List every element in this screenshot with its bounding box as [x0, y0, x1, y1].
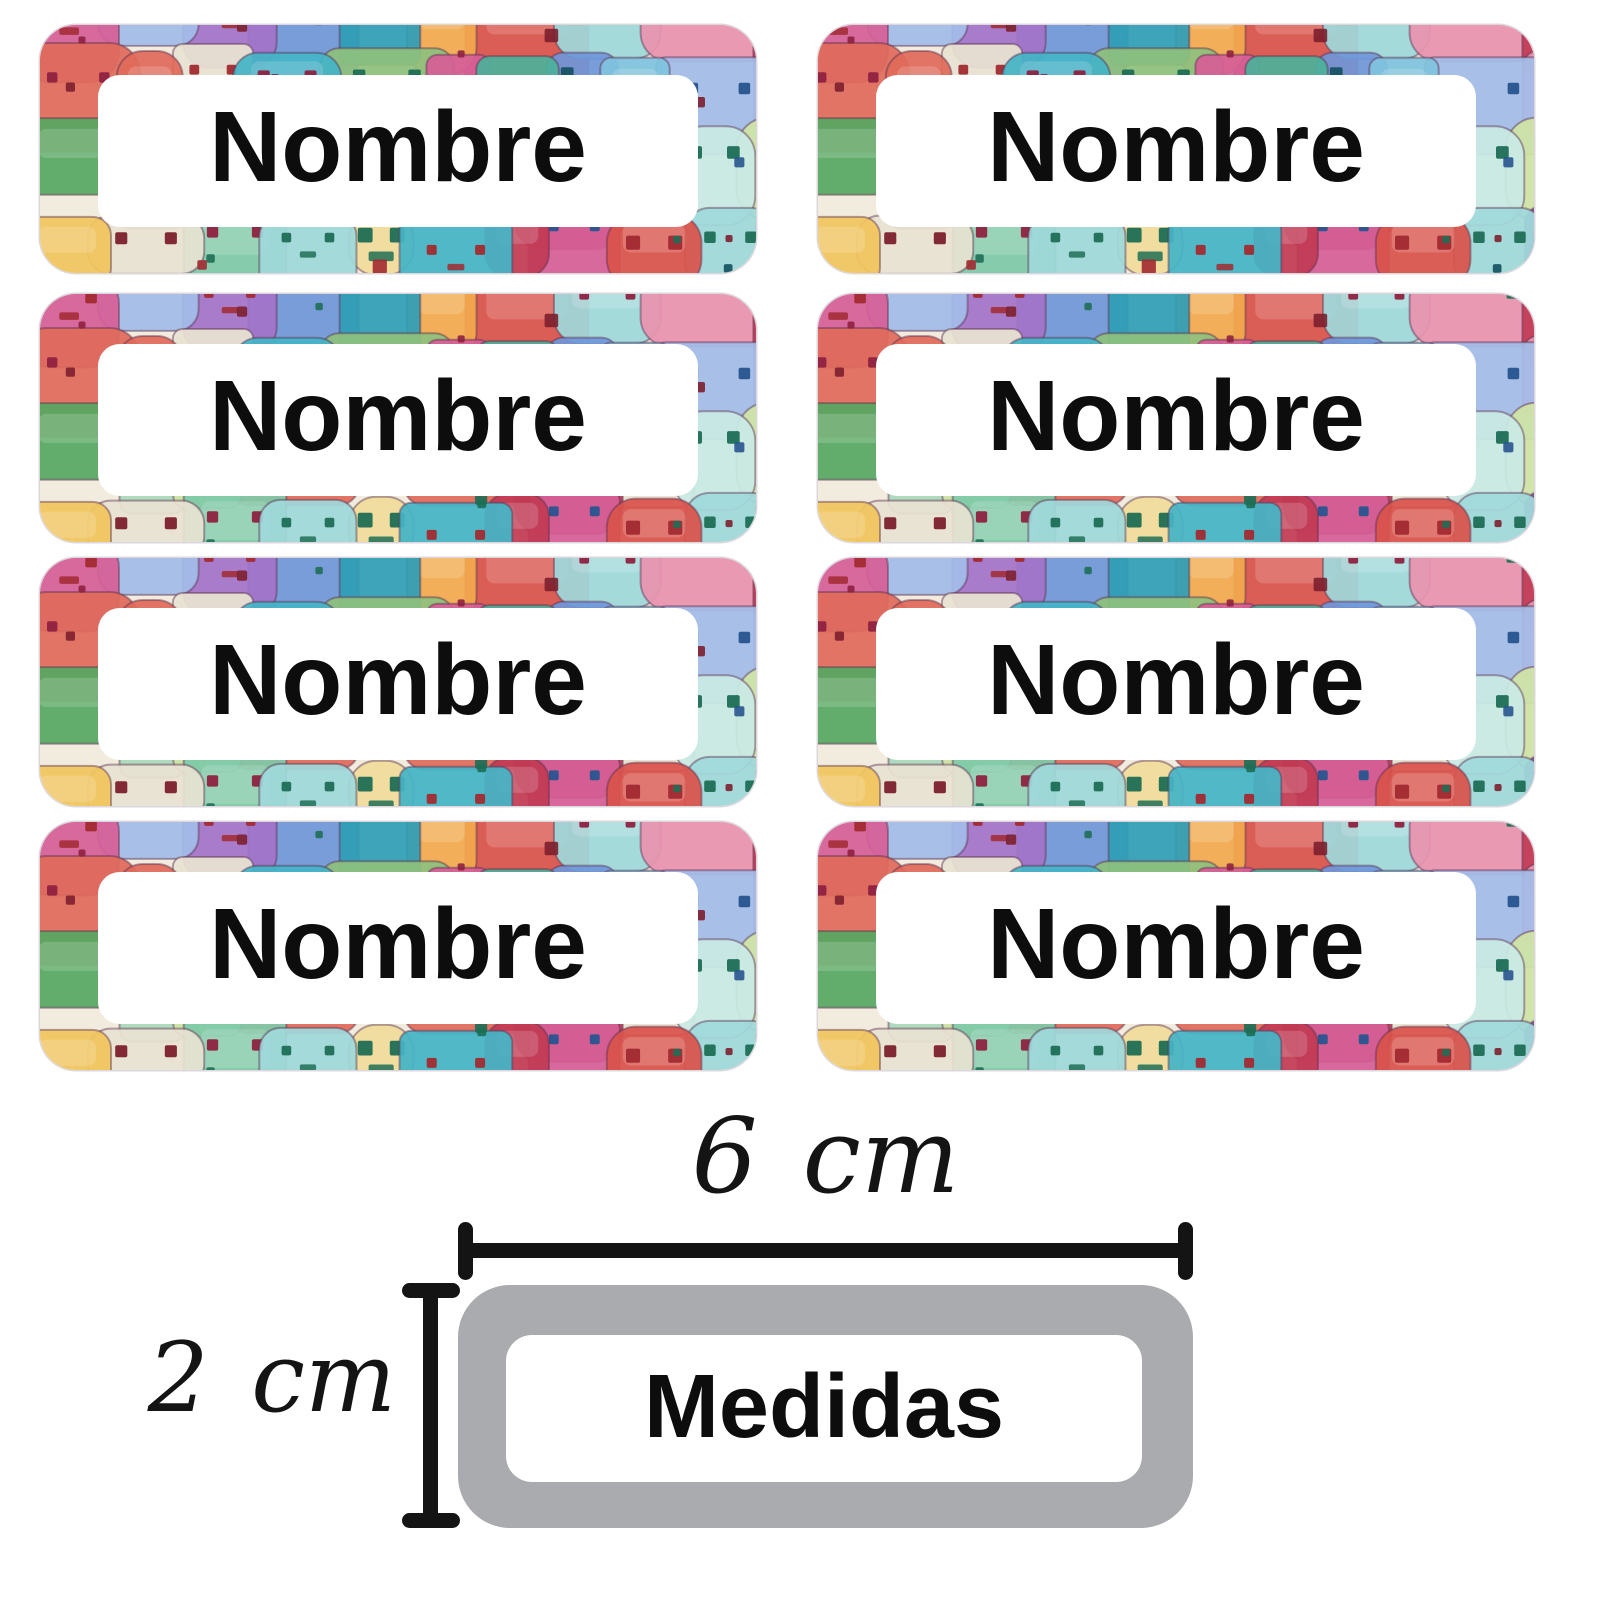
width-dimension-line [458, 1222, 1193, 1280]
name-placeholder-text: Nombre [209, 888, 587, 1000]
dimension-end-cap [1178, 1222, 1193, 1280]
name-field: Nombre [98, 872, 698, 1024]
name-field: Nombre [98, 608, 698, 760]
height-dimension-line [402, 1283, 460, 1528]
name-placeholder-text: Nombre [987, 624, 1365, 736]
dimension-end-cap [402, 1513, 460, 1528]
name-label-sticker: Nombre [40, 25, 756, 273]
dimension-bar [423, 1288, 438, 1523]
name-field: Nombre [876, 75, 1476, 227]
name-label-sticker: Nombre [40, 822, 756, 1070]
name-label-sticker: Nombre [818, 822, 1534, 1070]
name-placeholder-text: Nombre [209, 624, 587, 736]
name-placeholder-text: Nombre [209, 91, 587, 203]
name-label-sticker: Nombre [818, 294, 1534, 542]
name-placeholder-text: Nombre [987, 360, 1365, 472]
name-placeholder-text: Nombre [987, 888, 1365, 1000]
name-field: Nombre [876, 608, 1476, 760]
name-label-sticker: Nombre [818, 25, 1534, 273]
name-label-sticker: Nombre [818, 558, 1534, 806]
name-field: Nombre [876, 872, 1476, 1024]
size-sample-field: Medidas [506, 1335, 1142, 1482]
width-dimension-label: 6 cm [691, 1095, 960, 1217]
name-field: Nombre [98, 344, 698, 496]
height-dimension-label: 2 cm [147, 1322, 396, 1434]
name-field: Nombre [98, 75, 698, 227]
name-label-sticker: Nombre [40, 294, 756, 542]
dimension-bar [463, 1243, 1188, 1258]
name-placeholder-text: Nombre [987, 91, 1365, 203]
size-sample-text: Medidas [643, 1356, 1005, 1457]
size-sample-label: Medidas [458, 1285, 1193, 1528]
name-field: Nombre [876, 344, 1476, 496]
name-label-sticker: Nombre [40, 558, 756, 806]
name-placeholder-text: Nombre [209, 360, 587, 472]
